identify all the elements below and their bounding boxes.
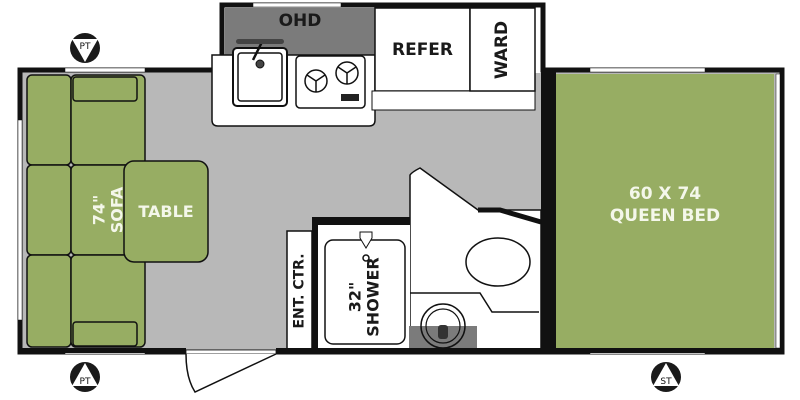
bed-label: QUEEN BED (609, 206, 721, 226)
ent-ctr-label-wrap: ENT. CTR. (287, 231, 312, 350)
sofa-label: SOFA (106, 186, 126, 234)
sofa-label-wrap: 74" SOFA (71, 165, 145, 255)
shower-label-wrap: 32" SHOWER (325, 250, 405, 344)
ward-label: WARD (492, 20, 513, 79)
sofa (26, 74, 146, 348)
bed-size-label: 60 X 74 (628, 184, 702, 204)
ward-label-wrap: WARD (470, 8, 535, 91)
pt-bottom-badge-label: PT (79, 377, 91, 387)
entry-door[interactable] (185, 349, 277, 393)
sofa-size-label: 74" (88, 194, 108, 226)
shower-size-label: 32" (345, 281, 365, 313)
refer-label: REFER (391, 40, 454, 60)
st-bottom-badge-icon (651, 362, 681, 392)
table-label: TABLE (138, 201, 194, 221)
queen-bed (556, 74, 774, 350)
ohd-label: OHD (278, 11, 322, 31)
bed-label-wrap: 60 X 74 QUEEN BED (556, 175, 774, 235)
pt-top-badge-icon (70, 33, 100, 63)
toilet (465, 237, 531, 287)
table (123, 160, 209, 263)
ent-ctr-label: ENT. CTR. (291, 252, 308, 329)
pt-top-badge-label: PT (79, 42, 91, 52)
shower-label: SHOWER (363, 257, 383, 337)
pt-bottom-badge-icon (70, 362, 100, 392)
wardrobe (469, 7, 536, 92)
st-bottom-badge-label: ST (660, 377, 672, 387)
refrigerator (374, 7, 471, 92)
